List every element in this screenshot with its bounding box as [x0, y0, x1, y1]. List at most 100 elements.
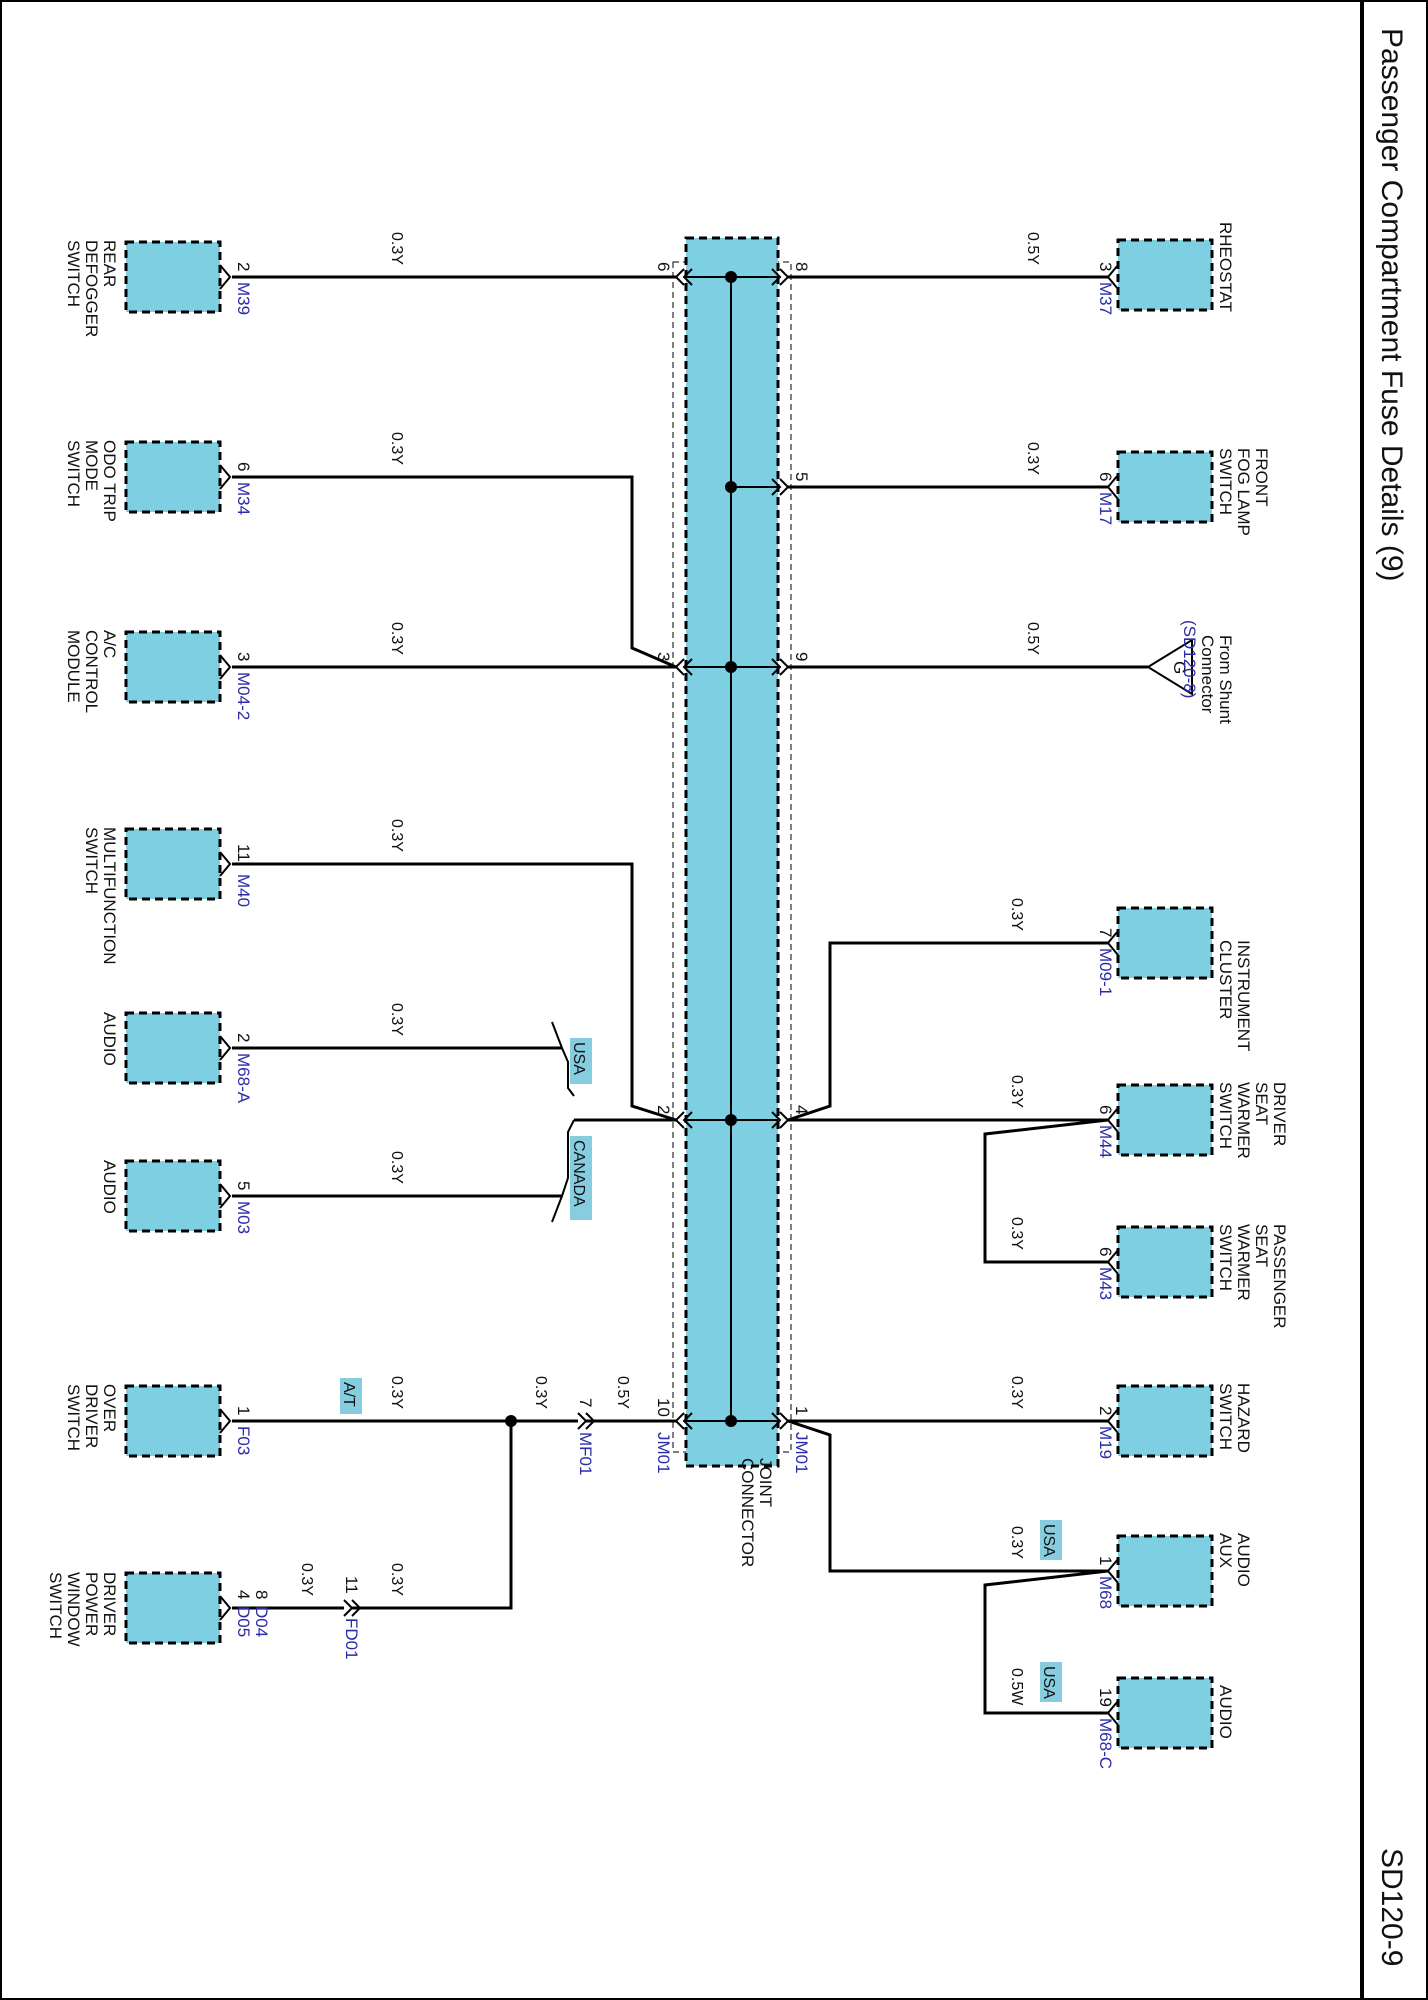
- jpin-2: 2: [654, 1105, 673, 1114]
- dpw-pin: 8: [252, 1590, 271, 1599]
- mf-pin: 11: [234, 844, 253, 862]
- ac-conn: M04-2: [234, 672, 253, 720]
- rd-conn: M39: [234, 282, 253, 315]
- od-label-2: DRIVER: [82, 1384, 101, 1448]
- od-tag: A/T: [340, 1382, 357, 1407]
- audio-usa-pin: 2: [234, 1033, 253, 1042]
- component-audio-aux: [1116, 1534, 1214, 1608]
- jpin-9: 9: [792, 652, 811, 661]
- shunt-symbol: G: [1170, 661, 1189, 674]
- component-rheostat: [1116, 238, 1214, 312]
- rd-pin: 2: [234, 262, 253, 271]
- audio-ca-tag: CANADA: [570, 1140, 587, 1207]
- audio-usa-conn: M68-A: [234, 1053, 253, 1104]
- jpin-10: 10: [654, 1398, 673, 1417]
- ac-label-2: CONTROL: [82, 630, 101, 713]
- aux-pin: 1: [1096, 1556, 1115, 1565]
- fog-pin: 6: [1096, 472, 1115, 481]
- joint-taps: [686, 271, 778, 1427]
- tap-row: [686, 271, 778, 283]
- audio-r-wire: 0.5W: [1008, 1668, 1025, 1706]
- psw-wire: 0.3Y: [1008, 1217, 1025, 1250]
- ic-label-1: INSTRUMENT: [1234, 940, 1253, 1051]
- psw-label-1: PASSENGER: [1270, 1224, 1289, 1329]
- ic-pin: 7: [1096, 928, 1115, 937]
- tag-canada: [570, 1136, 592, 1220]
- fog-label-3: SWITCH: [1216, 448, 1235, 515]
- audio-ca-wire: 0.3Y: [388, 1151, 405, 1184]
- component-ac-control-module: [124, 630, 222, 704]
- aux-tag: USA: [1040, 1524, 1057, 1557]
- psw-label-3: WARMER: [1234, 1224, 1253, 1301]
- mf01-pin: 7: [576, 1398, 595, 1407]
- mf-wire: 0.3Y: [388, 819, 405, 852]
- hz-pin: 2: [1096, 1406, 1115, 1415]
- od-conn: F03: [234, 1426, 253, 1455]
- component-audio-usa: [124, 1011, 222, 1085]
- shunt-text-2: Connector: [1198, 635, 1217, 714]
- dsw-pin: 6: [1096, 1105, 1115, 1114]
- psw-conn: M43: [1096, 1267, 1115, 1300]
- jm01-left-wire: 0.5Y: [614, 1376, 631, 1409]
- joint-name-1: JOINT: [756, 1458, 775, 1507]
- hz-wire: 0.3Y: [1008, 1376, 1025, 1409]
- tap-row: [725, 481, 778, 493]
- rheostat-wire: 0.5Y: [1024, 232, 1041, 265]
- shunt-text-3: (SD120-8): [1180, 620, 1199, 698]
- page-title: Passenger Compartment Fuse Details (9): [1375, 28, 1408, 582]
- audio-r-conn: M68-C: [1096, 1718, 1115, 1769]
- tag-usa: [570, 1038, 592, 1084]
- component-multifunction-switch: [124, 827, 222, 901]
- dpw-conn2: D05: [234, 1606, 253, 1637]
- joint-name-2: CONNECTOR: [738, 1458, 757, 1567]
- mf01-wire: 0.3Y: [532, 1376, 549, 1409]
- component-odo-trip-mode-switch: [124, 440, 222, 514]
- audio-usa-wire: 0.3Y: [388, 1003, 405, 1036]
- fd01-conn: FD01: [342, 1618, 361, 1660]
- ic-wire: 0.3Y: [1008, 898, 1025, 931]
- fd01-pin: 11: [342, 1576, 361, 1594]
- aux-label-2: AUX: [1216, 1533, 1235, 1568]
- joint-connector-frame: [672, 261, 792, 1453]
- tap-row: [686, 1114, 778, 1126]
- tag-usa: [1040, 1662, 1062, 1702]
- dpw-label-4: SWITCH: [46, 1572, 65, 1639]
- rd-label-3: SWITCH: [64, 240, 83, 307]
- odo-label-1: ODO TRIP: [100, 440, 119, 522]
- tap-row: [686, 1415, 778, 1427]
- component-instrument-cluster: [1116, 906, 1214, 980]
- audio-r-label: AUDIO: [1216, 1685, 1235, 1739]
- jpin-8: 8: [792, 262, 811, 271]
- psw-pin: 6: [1096, 1247, 1115, 1256]
- rd-wire: 0.3Y: [388, 232, 405, 265]
- ac-wire: 0.3Y: [388, 622, 405, 655]
- shunt-triangle: [1146, 638, 1193, 696]
- component-driver-power-window-switch: [124, 1571, 222, 1645]
- dsw-wire: 0.3Y: [1008, 1075, 1025, 1108]
- joint-conn-right: JM01: [792, 1432, 811, 1474]
- audio-usa-tag: USA: [570, 1042, 587, 1075]
- mf-label-2: SWITCH: [82, 827, 101, 894]
- audio-r-pin: 19: [1096, 1688, 1115, 1707]
- component-driver-seat-warmer-switch: [1116, 1083, 1214, 1157]
- dsw-label-3: WARMER: [1234, 1082, 1253, 1159]
- mf-label-1: MULTIFUNCTION: [100, 827, 119, 965]
- tag-at: [340, 1378, 362, 1414]
- dpw-wire: 0.3Y: [298, 1563, 315, 1596]
- audio-usa-label: AUDIO: [100, 1012, 119, 1066]
- rheostat-conn: M37: [1096, 282, 1115, 315]
- component-over-driver-switch: [124, 1384, 222, 1458]
- tag-usa: [1040, 1520, 1062, 1560]
- rd-label-2: DEFOGGER: [82, 240, 101, 337]
- fog-conn: M17: [1096, 492, 1115, 525]
- audio-ca-label: AUDIO: [100, 1160, 119, 1214]
- component-passenger-seat-warmer-switch: [1116, 1225, 1214, 1299]
- odo-conn: M34: [234, 482, 253, 515]
- psw-label-2: SEAT: [1252, 1224, 1271, 1267]
- od-label-1: OVER: [100, 1384, 119, 1432]
- audio-r-tag: USA: [1040, 1666, 1057, 1699]
- odo-label-2: MODE: [82, 440, 101, 491]
- aux-conn: M68: [1096, 1576, 1115, 1609]
- fd01-wire: 0.3Y: [388, 1563, 405, 1596]
